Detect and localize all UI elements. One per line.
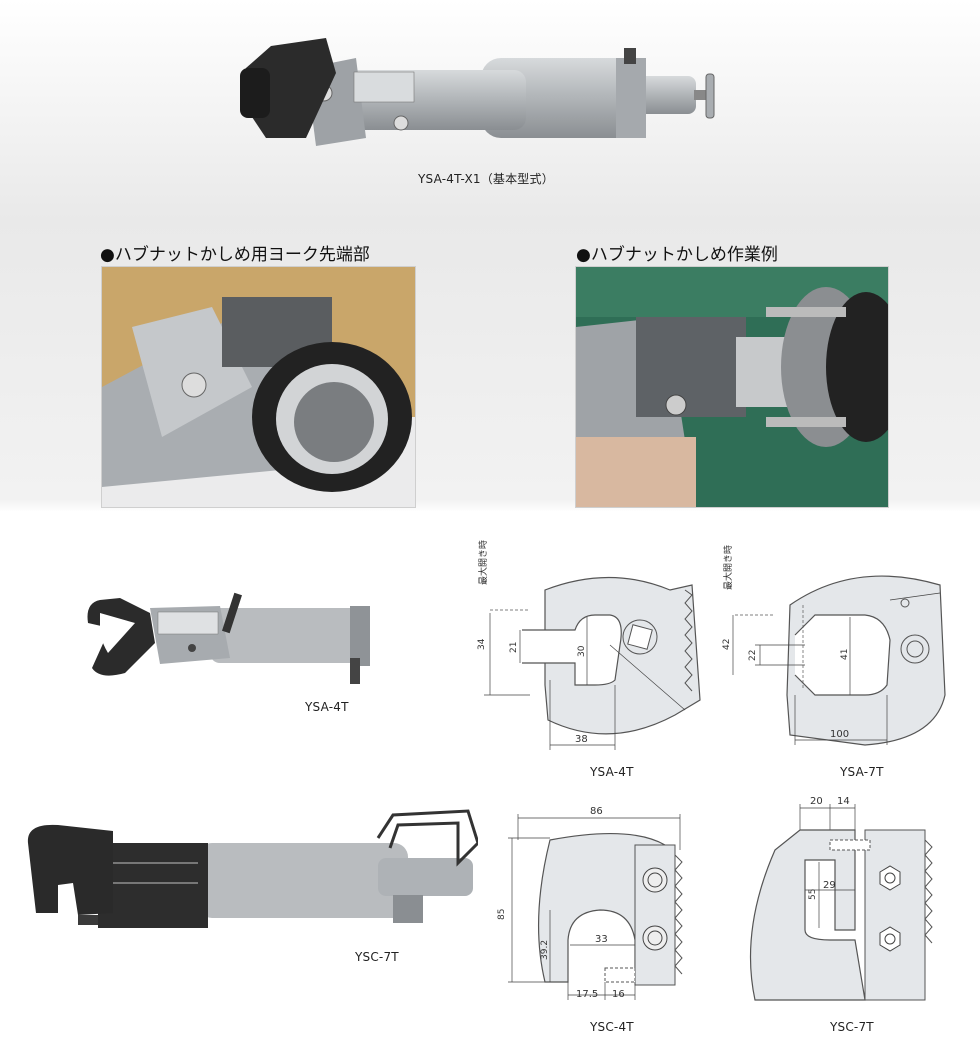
ysc7t-dim-29: 29 — [823, 880, 836, 891]
ysc4t-dim-39: 39.2 — [540, 940, 550, 960]
ysc4t-frame-outline — [538, 832, 666, 983]
ysa7t-dim-100: 100 — [830, 729, 849, 740]
ysa4t-max-open-label: 最大開き時 — [477, 540, 489, 585]
ysa7t-dim-41: 41 — [840, 649, 850, 660]
ysc4t-dim-17: 17.5 — [576, 989, 598, 1000]
ysc7t-frame-outline — [749, 829, 866, 1001]
ysc7t-diagram-caption: YSC-7T — [830, 1020, 874, 1034]
ysa4t-dim-38: 38 — [575, 734, 588, 745]
ysa7t-diagram: 最大開き時 42 22 41 100 — [722, 545, 946, 746]
ysc4t-dim-86: 86 — [590, 806, 603, 817]
ysc4t-dim-85: 85 — [497, 909, 507, 920]
ysa7t-max-open-label: 最大開き時 — [722, 545, 734, 590]
ysc4t-diagram: 86 85 33 39.2 17.5 16 — [497, 806, 683, 1000]
ysc4t-dim-16: 16 — [612, 989, 625, 1000]
ysa4t-x1-caption: YSA-4T-X1（基本型式） — [418, 172, 554, 186]
ysc4t-dim-33: 33 — [595, 934, 608, 945]
ysc7t-tool-image — [27, 809, 478, 928]
work-example-photo — [575, 266, 889, 508]
ysc7t-dim-55: 55 — [808, 889, 818, 900]
ysa4t-diagram-caption: YSA-4T — [590, 765, 634, 779]
ysc7t-dim-14: 14 — [837, 796, 850, 807]
ysa7t-diagram-caption: YSA-7T — [840, 765, 884, 779]
ysa7t-dim-42: 42 — [722, 639, 732, 650]
ysc7t-tool-label: YSC-7T — [355, 950, 399, 964]
ysc7t-dim-20: 20 — [810, 796, 823, 807]
ysc4t-diagram-caption: YSC-4T — [590, 1020, 634, 1034]
example-heading: ●ハブナットかしめ作業例 — [576, 245, 778, 265]
yoke-tip-photo — [101, 266, 416, 508]
ysa4t-tool-label: YSA-4T — [305, 700, 349, 714]
ysa4t-dim-21: 21 — [509, 642, 519, 653]
ysa4t-diagram: 最大開き時 34 21 30 38 — [477, 540, 701, 750]
ysa4t-dim-34: 34 — [477, 638, 487, 650]
ysa7t-dim-22: 22 — [748, 650, 758, 661]
ysa4t-dim-30: 30 — [577, 645, 587, 657]
ysa4t-x1-photo — [240, 38, 715, 146]
yoke-heading: ●ハブナットかしめ用ヨーク先端部 — [100, 245, 370, 265]
ysc7t-diagram: 20 14 55 29 — [749, 796, 933, 1001]
ysa4t-tool-image — [87, 592, 370, 684]
